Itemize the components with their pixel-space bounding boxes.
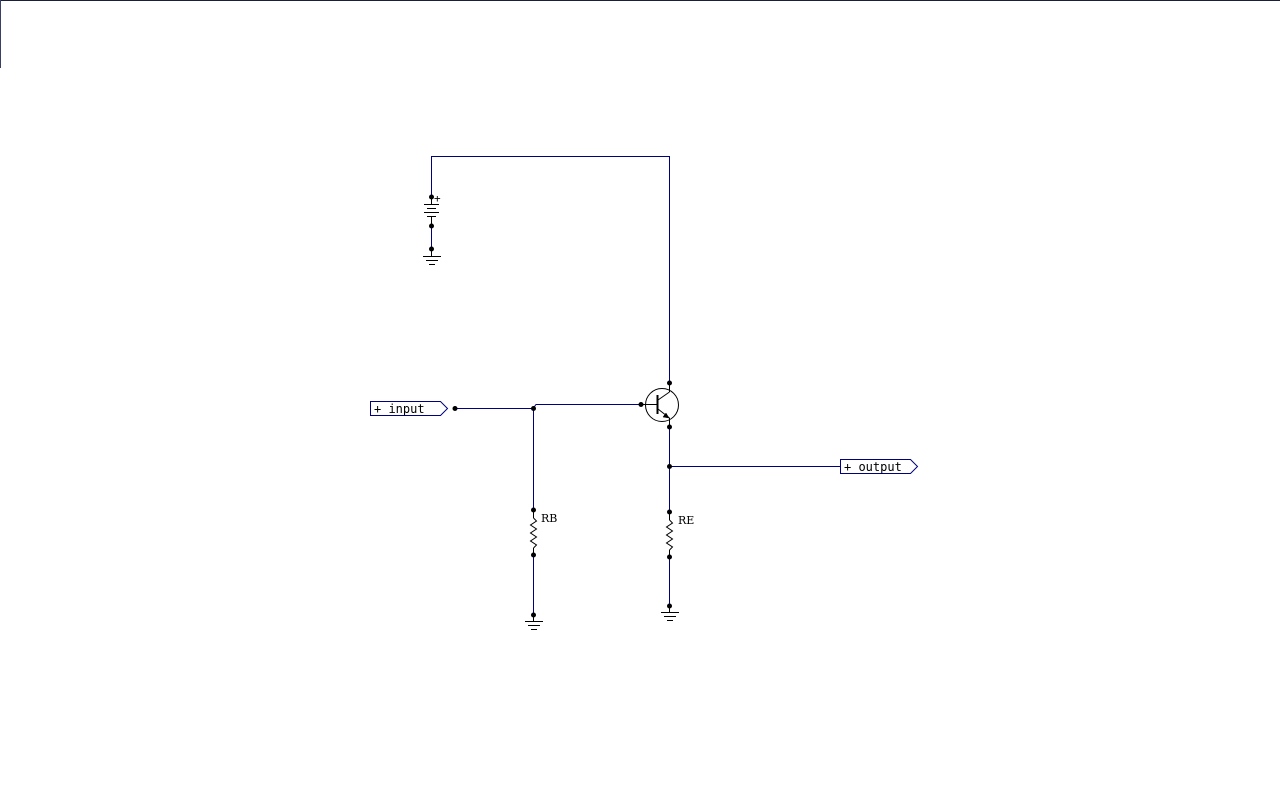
pin-transistor-collector: [667, 380, 672, 386]
resistor-re-label: RE: [678, 514, 694, 527]
wire-supply-to-collector[interactable]: [431, 156, 670, 384]
output-port-label: + output: [844, 460, 902, 474]
pin-battery-plus: [429, 194, 434, 200]
pin-input-port: [452, 406, 458, 411]
resistor-rb[interactable]: RB: [529, 510, 558, 555]
window-left-edge: [0, 0, 1, 68]
battery-polarity-label: +: [434, 192, 441, 205]
pin-ground-battery: [429, 246, 434, 252]
npn-transistor[interactable]: [641, 383, 679, 427]
wire-node-to-base[interactable]: [532, 404, 641, 409]
junction-emitter-node: [667, 464, 672, 469]
input-port-label: + input: [374, 402, 425, 416]
pin-transistor-emitter: [667, 424, 672, 430]
window-top-edge: [0, 0, 1280, 1]
pin-transistor-base: [638, 402, 644, 407]
pin-re-top: [667, 509, 672, 515]
pin-rb-top: [531, 507, 536, 513]
pin-ground-re: [667, 603, 672, 609]
pin-rb-bottom: [531, 552, 536, 558]
ground-battery: [423, 249, 441, 265]
pin-battery-minus: [429, 223, 434, 229]
junction-base-node: [531, 406, 536, 411]
ground-re: [661, 606, 679, 621]
pin-ground-rb: [531, 612, 536, 618]
pins: [429, 194, 672, 618]
resistor-re[interactable]: RE: [665, 512, 695, 557]
resistor-rb-label: RB: [541, 512, 557, 525]
input-port[interactable]: + input: [370, 401, 449, 417]
wires: [431, 156, 841, 615]
output-port[interactable]: + output: [840, 459, 919, 475]
pin-re-bottom: [667, 554, 672, 560]
